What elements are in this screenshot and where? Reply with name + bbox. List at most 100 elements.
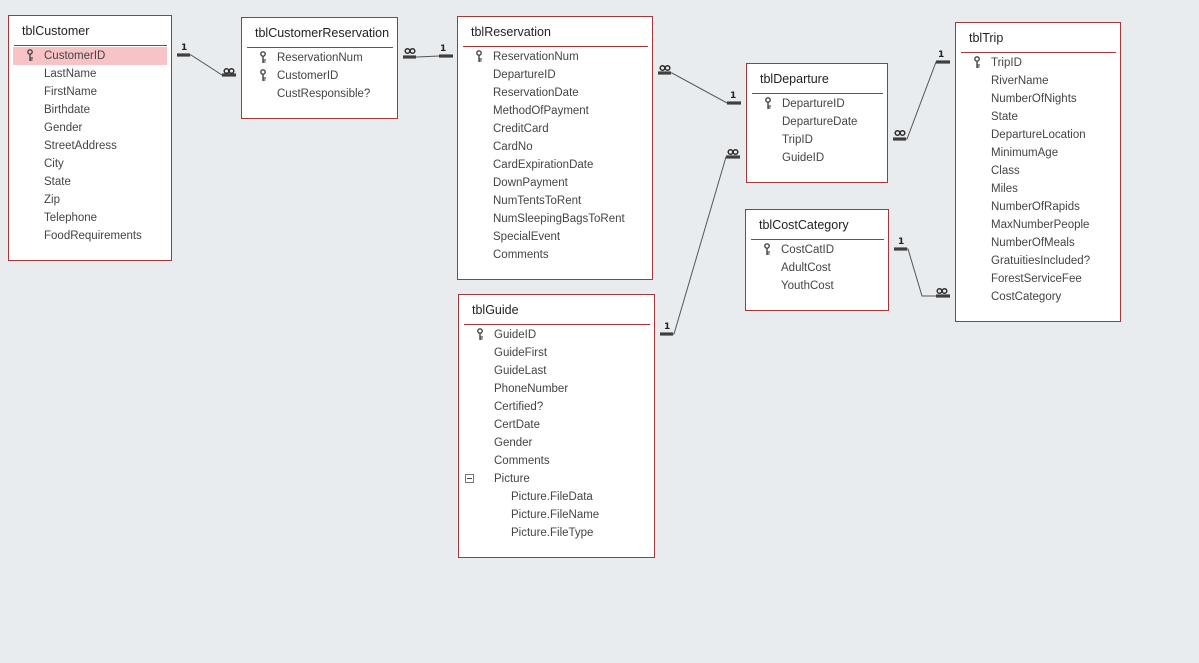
field-label: MinimumAge	[991, 147, 1059, 159]
field-forest-service-fee[interactable]: ForestServiceFee	[960, 270, 1116, 288]
table-title[interactable]: tblReservation	[471, 25, 551, 39]
field-guide-id[interactable]: GuideID	[463, 326, 650, 344]
field-picture-file-name[interactable]: Picture.FileName	[463, 506, 650, 524]
infinity-icon	[894, 129, 906, 137]
field-cost-cat-id[interactable]: CostCatID	[750, 241, 884, 259]
field-city[interactable]: City	[13, 155, 167, 173]
collapse-icon[interactable]	[465, 474, 474, 483]
table-title[interactable]: tblCustomerReservation	[255, 26, 390, 40]
field-card-expiration-date[interactable]: CardExpirationDate	[462, 156, 648, 174]
field-departure-location[interactable]: DepartureLocation	[960, 126, 1116, 144]
field-label: Miles	[991, 183, 1018, 195]
field-comments[interactable]: Comments	[463, 452, 650, 470]
field-credit-card[interactable]: CreditCard	[462, 120, 648, 138]
field-label: Certified?	[494, 401, 544, 413]
table-title[interactable]: tblCostCategory	[759, 218, 849, 232]
one-label: 1	[938, 50, 944, 60]
field-cust-responsible[interactable]: CustResponsible?	[246, 85, 393, 103]
rel-custreservation-reservation	[403, 55, 453, 58]
table-title[interactable]: tblTrip	[969, 31, 1004, 45]
field-label: MethodOfPayment	[493, 105, 589, 117]
field-gratuities-included[interactable]: GratuitiesIncluded?	[960, 252, 1116, 270]
table-guide[interactable]: tblGuide GuideID GuideFirst GuideLast Ph…	[458, 294, 655, 558]
field-list: ReservationNum CustomerID CustResponsibl…	[246, 49, 393, 103]
field-customer-id[interactable]: CustomerID	[13, 47, 167, 65]
field-street-address[interactable]: StreetAddress	[13, 137, 167, 155]
table-customer[interactable]: tblCustomer CustomerID LastName FirstNam…	[8, 15, 172, 261]
field-state[interactable]: State	[13, 173, 167, 191]
field-cost-category[interactable]: CostCategory	[960, 288, 1116, 306]
field-picture[interactable]: Picture	[463, 470, 650, 488]
field-label: Picture.FileData	[511, 491, 593, 503]
table-trip[interactable]: tblTrip TripID RiverName NumberOfNights …	[955, 22, 1121, 322]
field-label: NumberOfMeals	[991, 237, 1075, 249]
field-food-requirements[interactable]: FoodRequirements	[13, 227, 167, 245]
field-zip[interactable]: Zip	[13, 191, 167, 209]
table-departure[interactable]: tblDeparture DepartureID DepartureDate T…	[746, 63, 888, 183]
field-list: DepartureID DepartureDate TripID GuideID	[751, 95, 883, 167]
key-icon	[260, 51, 266, 63]
field-label: CostCategory	[991, 291, 1062, 303]
field-label: CardExpirationDate	[493, 159, 594, 171]
field-reservation-num[interactable]: ReservationNum	[246, 49, 393, 67]
field-telephone[interactable]: Telephone	[13, 209, 167, 227]
table-title[interactable]: tblDeparture	[760, 72, 829, 86]
field-label: SpecialEvent	[493, 231, 561, 243]
field-label: Telephone	[44, 212, 98, 224]
field-customer-id[interactable]: CustomerID	[246, 67, 393, 85]
field-number-of-rapids[interactable]: NumberOfRapids	[960, 198, 1116, 216]
field-adult-cost[interactable]: AdultCost	[750, 259, 884, 277]
field-departure-id[interactable]: DepartureID	[462, 66, 648, 84]
field-phone-number[interactable]: PhoneNumber	[463, 380, 650, 398]
table-title[interactable]: tblGuide	[472, 303, 519, 317]
field-comments[interactable]: Comments	[462, 246, 648, 264]
table-reservation[interactable]: tblReservation ReservationNum DepartureI…	[457, 16, 653, 280]
field-last-name[interactable]: LastName	[13, 65, 167, 83]
field-number-of-nights[interactable]: NumberOfNights	[960, 90, 1116, 108]
field-num-tents-to-rent[interactable]: NumTentsToRent	[462, 192, 648, 210]
field-label: Class	[991, 165, 1020, 177]
field-state[interactable]: State	[960, 108, 1116, 126]
field-miles[interactable]: Miles	[960, 180, 1116, 198]
field-guide-first[interactable]: GuideFirst	[463, 344, 650, 362]
field-special-event[interactable]: SpecialEvent	[462, 228, 648, 246]
field-first-name[interactable]: FirstName	[13, 83, 167, 101]
table-cost-category[interactable]: tblCostCategory CostCatID AdultCost Yout…	[745, 209, 889, 311]
field-departure-date[interactable]: DepartureDate	[751, 113, 883, 131]
field-picture-file-data[interactable]: Picture.FileData	[463, 488, 650, 506]
field-label: PhoneNumber	[494, 383, 569, 395]
field-label: CustomerID	[277, 70, 339, 82]
field-label: CardNo	[493, 141, 533, 153]
field-card-no[interactable]: CardNo	[462, 138, 648, 156]
table-customer-reservation[interactable]: tblCustomerReservation ReservationNum Cu…	[241, 17, 398, 119]
field-method-of-payment[interactable]: MethodOfPayment	[462, 102, 648, 120]
field-guide-id[interactable]: GuideID	[751, 149, 883, 167]
field-departure-id[interactable]: DepartureID	[751, 95, 883, 113]
field-label: CertDate	[494, 419, 541, 431]
field-minimum-age[interactable]: MinimumAge	[960, 144, 1116, 162]
field-label: CustResponsible?	[277, 88, 371, 100]
field-gender[interactable]: Gender	[13, 119, 167, 137]
field-trip-id[interactable]: TripID	[960, 54, 1116, 72]
field-guide-last[interactable]: GuideLast	[463, 362, 650, 380]
field-picture-file-type[interactable]: Picture.FileType	[463, 524, 650, 542]
field-reservation-date[interactable]: ReservationDate	[462, 84, 648, 102]
title-divider	[752, 93, 883, 94]
table-title[interactable]: tblCustomer	[22, 24, 90, 38]
rel-customer-custreservation	[177, 54, 236, 76]
field-max-number-people[interactable]: MaxNumberPeople	[960, 216, 1116, 234]
field-certified[interactable]: Certified?	[463, 398, 650, 416]
field-number-of-meals[interactable]: NumberOfMeals	[960, 234, 1116, 252]
field-reservation-num[interactable]: ReservationNum	[462, 48, 648, 66]
field-label: AdultCost	[781, 262, 831, 274]
field-gender[interactable]: Gender	[463, 434, 650, 452]
infinity-icon	[223, 67, 235, 75]
field-num-sleeping-bags-to-rent[interactable]: NumSleepingBagsToRent	[462, 210, 648, 228]
field-youth-cost[interactable]: YouthCost	[750, 277, 884, 295]
field-class[interactable]: Class	[960, 162, 1116, 180]
field-birthdate[interactable]: Birthdate	[13, 101, 167, 119]
field-cert-date[interactable]: CertDate	[463, 416, 650, 434]
field-trip-id[interactable]: TripID	[751, 131, 883, 149]
field-down-payment[interactable]: DownPayment	[462, 174, 648, 192]
field-river-name[interactable]: RiverName	[960, 72, 1116, 90]
